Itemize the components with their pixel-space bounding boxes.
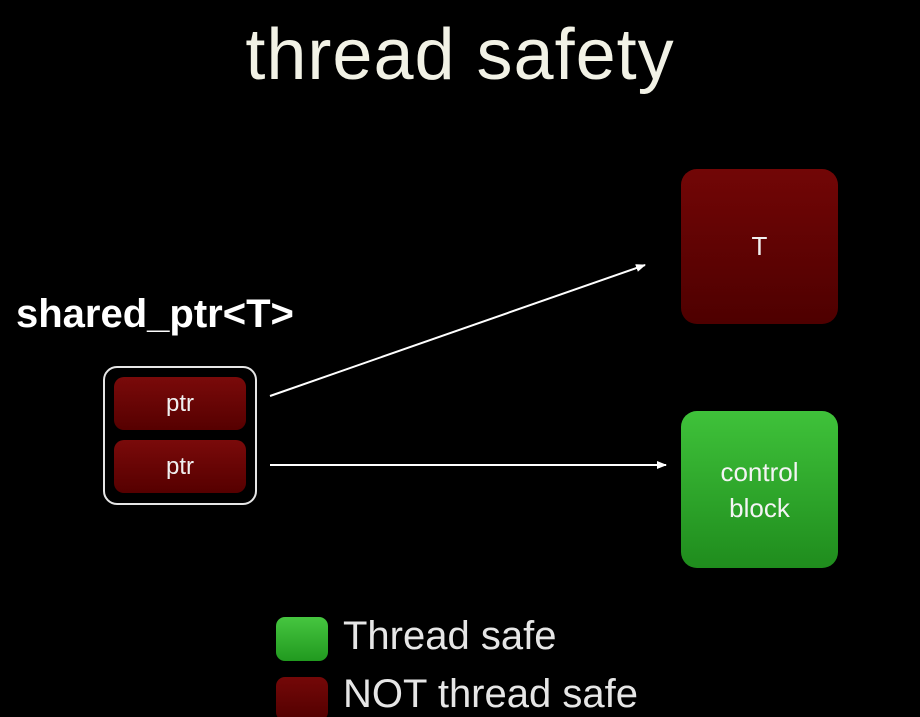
shared-ptr-object: ptr ptr	[103, 366, 257, 505]
ptr-box-control: ptr	[114, 440, 246, 493]
slide-title: thread safety	[245, 15, 675, 95]
ptr-box-object: ptr	[114, 377, 246, 430]
legend-label-not-thread-safe: NOT thread safe	[343, 672, 638, 716]
control-block-box: control block	[681, 411, 838, 568]
legend-label-thread-safe: Thread safe	[343, 614, 557, 658]
shared-ptr-label: shared_ptr<T>	[16, 292, 294, 336]
object-box: T	[681, 169, 838, 324]
legend-swatch-thread-safe	[276, 617, 328, 661]
arrow-to-object	[269, 264, 646, 397]
legend-swatch-not-thread-safe	[276, 677, 328, 717]
